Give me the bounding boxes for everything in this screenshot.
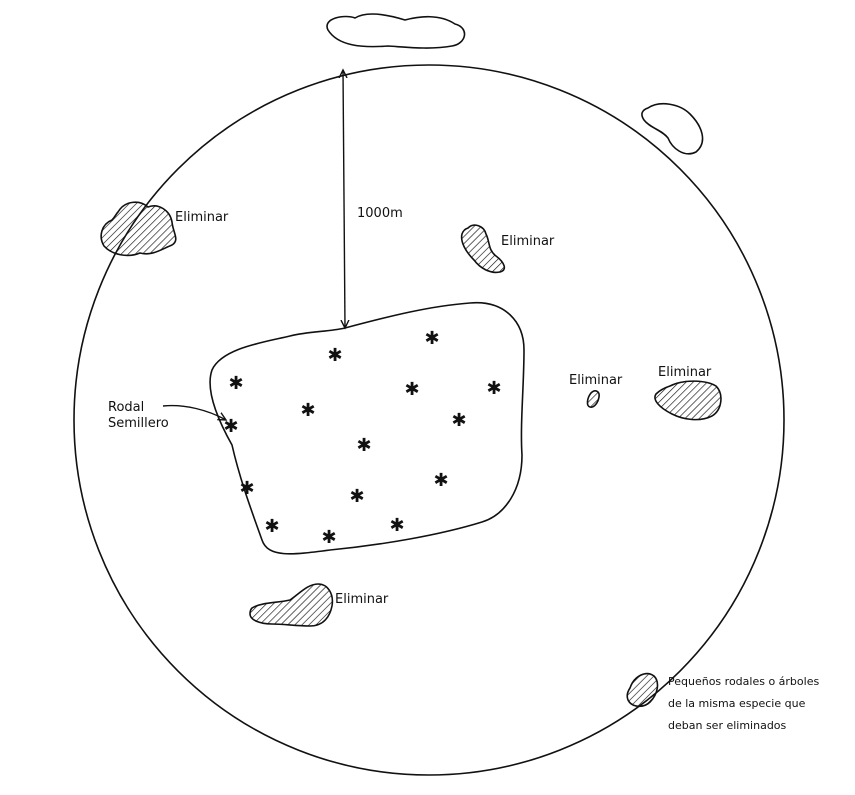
seed-tree-marker: ✱	[349, 486, 364, 507]
seed-tree-marker: ✱	[264, 516, 279, 537]
distance-label: 1000m	[357, 206, 403, 221]
seed-tree-marker: ✱	[327, 345, 342, 366]
eliminate-patch-lower	[249, 583, 334, 627]
legend-text: Pequeños rodales o árboles de la misma e…	[668, 675, 823, 732]
eliminate-label-upper-left: Eliminar	[175, 210, 229, 225]
seed-stand-pointer-arrow	[162, 404, 226, 420]
isolation-zone-circle	[73, 64, 785, 776]
seed-tree-marker: ✱	[486, 378, 501, 399]
seed-tree-marker: ✱	[356, 435, 371, 456]
seed-tree-marker: ✱	[389, 515, 404, 536]
eliminate-patch-small	[586, 390, 600, 408]
seed-tree-marker: ✱	[451, 410, 466, 431]
seed-tree-marker: ✱	[239, 478, 254, 499]
eliminate-patch-right	[654, 380, 722, 421]
seed-tree-marker: ✱	[321, 527, 336, 548]
seed-stand-label: Rodal Semillero	[108, 400, 169, 431]
seed-tree-marker: ✱	[404, 379, 419, 400]
eliminate-patch-upper-right	[460, 224, 506, 274]
seed-stand-outline	[209, 302, 525, 555]
eliminate-label-right: Eliminar	[658, 365, 712, 380]
eliminate-patch-upper-left	[100, 201, 177, 257]
seed-tree-marker: ✱	[223, 416, 238, 437]
seed-tree-marker: ✱	[300, 400, 315, 421]
eliminate-label-upper-right: Eliminar	[501, 234, 555, 249]
eliminate-label-lower: Eliminar	[335, 592, 389, 607]
distance-arrow	[343, 70, 345, 328]
seed-tree-marker: ✱	[228, 373, 243, 394]
eliminate-label-small: Eliminar	[569, 373, 623, 388]
cloud-shape-right	[641, 102, 704, 155]
seed-tree-marker: ✱	[424, 328, 439, 349]
legend-hatch-swatch	[626, 672, 659, 708]
cloud-shape-top	[326, 13, 466, 49]
seed-tree-marker: ✱	[433, 470, 448, 491]
